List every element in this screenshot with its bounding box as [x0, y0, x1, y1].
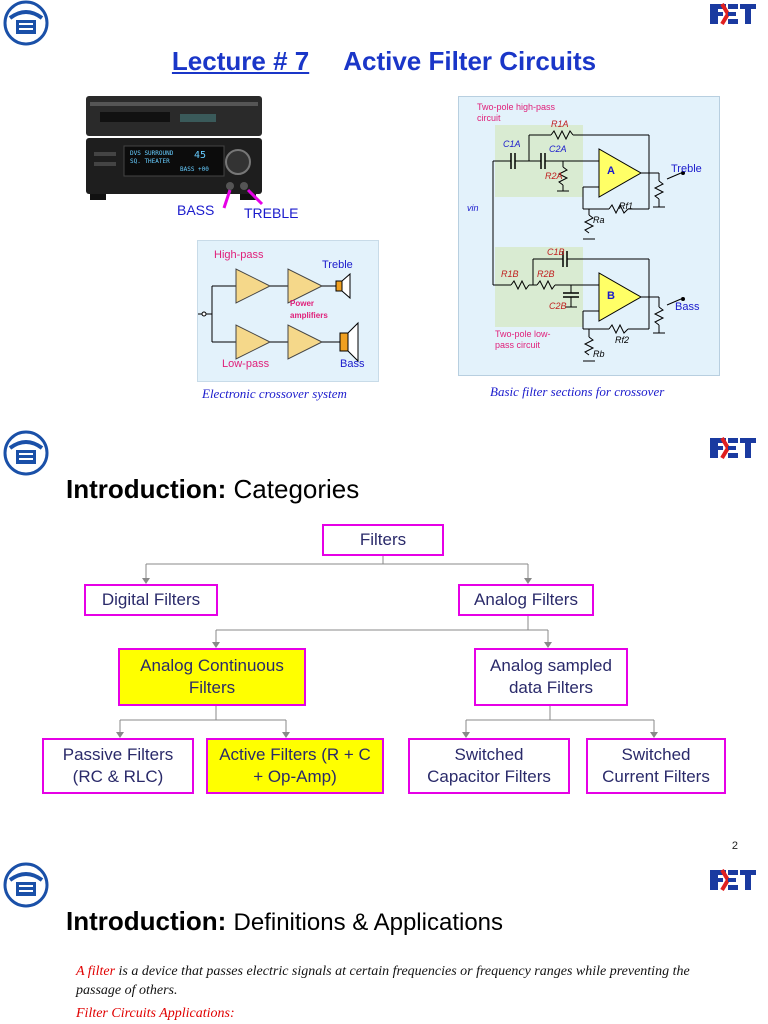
analog-filters-box: Analog Filters	[458, 584, 594, 616]
r2b-label: R2B	[537, 269, 555, 279]
r1b-label: R1B	[501, 269, 519, 279]
crossover-bass-label: Bass	[340, 358, 365, 370]
crossover-schematic	[198, 268, 359, 363]
rb-label: Rb	[593, 349, 605, 359]
vin-label: vin	[467, 203, 479, 213]
slide-3: Introduction: Definitions & Applications	[0, 862, 768, 1024]
lecture-number: Lecture # 7	[171, 46, 310, 76]
crossover-diagram: High-pass Treble Power amplifiers Low-pa…	[197, 240, 379, 382]
circuit-bass-label: Bass	[675, 301, 700, 313]
crossover-caption: Electronic crossover system	[202, 386, 347, 401]
stereo-receiver-image: DVS SURROUND SQ. THEATER BASS +00 45	[86, 96, 262, 200]
filter-sections-diagram: Two-pole high-pass circuit R1A C1A C2A R…	[458, 96, 720, 376]
fet-logo-icon	[710, 868, 756, 892]
hp-circuit-label: Two-pole high-pass circuit	[477, 102, 556, 123]
university-logo-icon	[3, 862, 49, 908]
r2a-label: R2A	[545, 171, 563, 181]
fet-logo-icon	[710, 436, 756, 460]
switched-current-box: Switched Current Filters	[586, 738, 726, 794]
analog-continuous-box: Analog Continuous Filters	[118, 648, 306, 706]
rf2-label: Rf2	[615, 335, 630, 345]
active-filters-box: Active Filters (R + C + Op-Amp)	[206, 738, 384, 794]
university-logo-icon	[3, 430, 49, 476]
crossover-high-pass-label: High-pass	[214, 249, 264, 261]
pointer-arrows-icon	[222, 188, 264, 209]
slide-2: Introduction: Categories	[0, 430, 768, 850]
r1a-label: R1A	[551, 119, 569, 129]
analog-sampled-box: Analog sampled data Filters	[474, 648, 628, 706]
c1b-label: C1B	[547, 247, 565, 257]
amp-a-label: A	[607, 165, 615, 177]
receiver-display-line3: BASS +00	[180, 166, 209, 173]
definition-rest: is a device that passes electric signals…	[76, 964, 690, 998]
slide-1: Lecture # 7 Active Filter Circuits DVS SU…	[0, 0, 768, 410]
definitions-heading: Introduction: Definitions & Applications	[66, 906, 503, 937]
filters-root-box: Filters	[322, 524, 444, 556]
c1a-label: C1A	[503, 139, 521, 149]
receiver-display-line2: SQ. THEATER	[130, 158, 170, 165]
c2a-label: C2A	[549, 144, 567, 154]
university-logo-icon	[3, 0, 49, 46]
digital-filters-box: Digital Filters	[84, 584, 218, 616]
treble-knob-label: TREBLE	[244, 205, 299, 221]
crossover-treble-label: Treble	[322, 259, 353, 271]
category-tree-connectors	[116, 555, 658, 738]
heading-bold: Introduction:	[66, 474, 227, 504]
filter-definition: A filter is a device that passes electri…	[76, 962, 716, 1000]
lecture-topic: Active Filter Circuits	[343, 46, 597, 76]
slide-title: Lecture # 7 Active Filter Circuits	[0, 46, 768, 77]
heading-bold: Introduction:	[66, 906, 227, 936]
receiver-display-line1: DVS SURROUND	[130, 150, 174, 157]
ra-label: Ra	[593, 215, 605, 225]
lp-circuit-label: Two-pole low-pass circuit	[495, 329, 551, 350]
page-number: 2	[731, 840, 738, 852]
heading-rest: Categories	[233, 474, 360, 504]
receiver-display-number: 45	[194, 150, 206, 161]
bass-knob-label: BASS	[177, 202, 215, 218]
amp-b-label: B	[607, 290, 615, 302]
applications-heading: Filter Circuits Applications:	[76, 1006, 235, 1021]
passive-filters-box: Passive Filters (RC & RLC)	[42, 738, 194, 794]
crossover-low-pass-label: Low-pass	[222, 358, 270, 370]
definition-lead: A filter	[76, 964, 116, 979]
c2b-label: C2B	[549, 301, 567, 311]
categories-heading: Introduction: Categories	[66, 474, 359, 505]
heading-rest: Definitions & Applications	[233, 909, 504, 936]
filter-sections-schematic	[492, 125, 685, 362]
switched-capacitor-box: Switched Capacitor Filters	[408, 738, 570, 794]
fet-logo-icon	[710, 2, 756, 26]
filter-sections-caption: Basic filter sections for crossover	[490, 384, 665, 399]
rf1-label: Rf1	[619, 201, 634, 211]
circuit-treble-label: Treble	[671, 163, 702, 175]
crossover-power-amplifiers-label: Power amplifiers	[290, 299, 328, 320]
